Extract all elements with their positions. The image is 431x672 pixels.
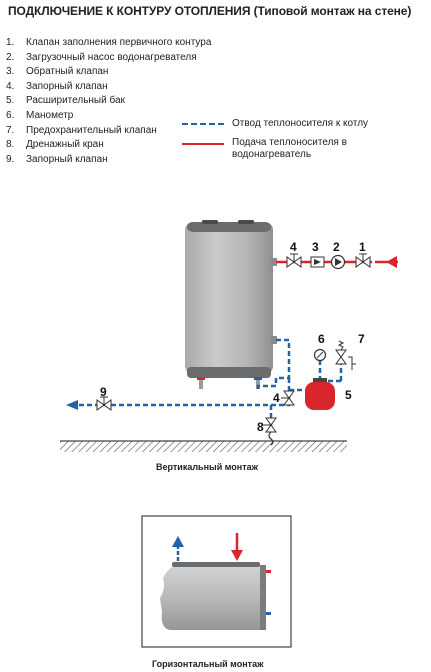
supply-line-label-2: водонагреватель	[232, 149, 312, 160]
label-3: 3	[312, 240, 319, 254]
h-supply-arrow-icon	[231, 550, 243, 561]
water-heater-tank	[185, 220, 277, 389]
legend-item: 1.Клапан заполнения первичного контура	[6, 37, 212, 48]
legend-item: 9.Запорный клапан	[6, 153, 108, 165]
expansion-tank-5	[305, 378, 335, 410]
legend-item: 3.Обратный клапан	[6, 66, 109, 78]
label-1: 1	[359, 240, 366, 254]
label-6: 6	[318, 332, 325, 346]
pump-2	[330, 254, 346, 270]
check-valve-3	[310, 256, 325, 268]
label-8: 8	[257, 420, 264, 434]
caption-horizontal: Горизонтальный монтаж	[152, 659, 264, 669]
return-line-label: Отвод теплоносителя к котлу	[232, 118, 369, 129]
legend-item: 5.Расширительный бак	[6, 95, 125, 107]
legend-item: 7.Предохранительный клапан	[6, 124, 157, 136]
horizontal-installation-diagram	[141, 515, 292, 648]
legend-item: 6.Манометр	[6, 109, 74, 121]
label-7: 7	[358, 332, 365, 346]
supply-arrow-icon	[386, 256, 397, 268]
shutoff-valve-9	[96, 396, 112, 411]
caption-vertical: Вертикальный монтаж	[156, 462, 259, 472]
label-4-top: 4	[290, 240, 297, 254]
safety-valve-7	[335, 340, 356, 370]
title-main: ПОДКЛЮЧЕНИЕ К КОНТУРУ ОТОПЛЕНИЯ	[8, 4, 251, 18]
legend-item: 4.Запорный клапан	[6, 80, 108, 92]
pressure-gauge-6	[313, 348, 327, 362]
page-title: ПОДКЛЮЧЕНИЕ К КОНТУРУ ОТОПЛЕНИЯ (Типовой…	[8, 4, 428, 18]
label-9: 9	[100, 385, 107, 399]
return-arrow-icon	[66, 400, 78, 410]
shutoff-valve-4-top	[286, 253, 302, 268]
label-4-bottom: 4	[273, 391, 280, 405]
floor	[60, 440, 347, 452]
supply-line-swatch	[182, 143, 224, 145]
label-2: 2	[333, 240, 340, 254]
title-suffix: (Типовой монтаж на стене)	[253, 4, 412, 18]
return-line-swatch	[182, 123, 224, 125]
fill-valve-1	[355, 253, 371, 268]
components-legend: 1.Клапан заполнения первичного контура 2…	[6, 36, 211, 167]
drain-valve-8	[263, 417, 277, 446]
h-return-arrow-icon	[172, 536, 184, 547]
supply-line-label-1: Подача теплоносителя в	[232, 137, 347, 148]
legend-item: 8.Дренажный кран	[6, 139, 104, 151]
label-5: 5	[345, 388, 352, 402]
shutoff-valve-4-bottom	[281, 390, 295, 406]
legend-item: 2.Загрузочный насос водонагревателя	[6, 51, 197, 63]
